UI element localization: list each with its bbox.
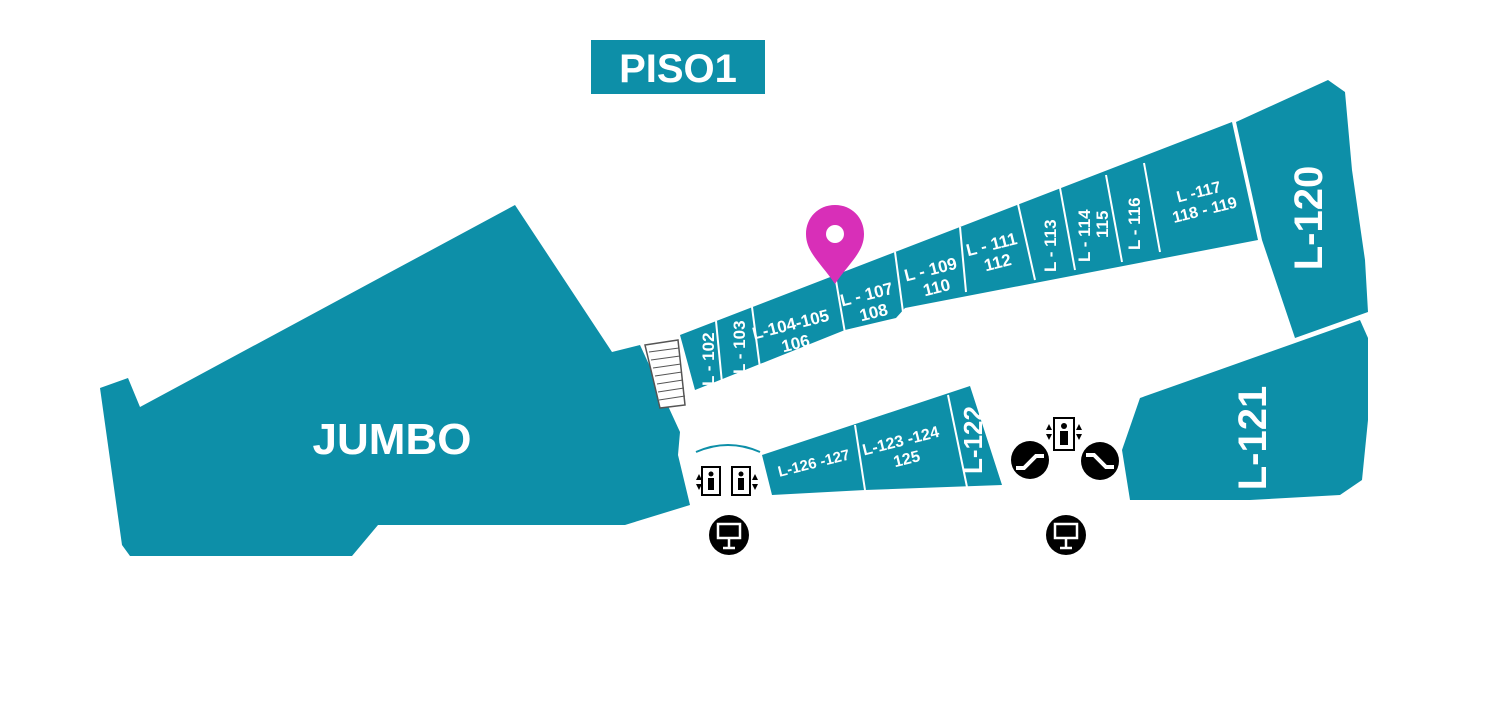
store-label-125: 125 xyxy=(892,448,922,471)
store-label-l-103: L - 103 xyxy=(730,320,749,374)
elevator-icon[interactable] xyxy=(696,466,721,496)
store-l-103[interactable]: L - 103 xyxy=(730,320,749,374)
floor-title: PISO1 xyxy=(619,47,737,91)
store-l-120[interactable]: L-120 xyxy=(1236,80,1368,338)
store-label-l-122: L-122 xyxy=(958,406,988,474)
store-l-121[interactable]: L-121 xyxy=(1122,320,1368,500)
escalator-icon[interactable] xyxy=(1011,441,1049,479)
store-label-115: 115 xyxy=(1093,211,1112,238)
store-l-102[interactable]: L - 102 xyxy=(699,332,718,386)
directory-kiosk-icon[interactable] xyxy=(709,515,749,555)
elevator-icon[interactable] xyxy=(1046,417,1082,451)
store-label-l-120: L-120 xyxy=(1287,166,1331,271)
store-label-l-121: L-121 xyxy=(1231,386,1275,491)
location-pin-icon[interactable] xyxy=(806,205,864,284)
upper-strip-shape xyxy=(680,122,1258,390)
elevator-area-left xyxy=(695,444,761,496)
store-l-122[interactable]: L-122 xyxy=(958,406,988,474)
lower-strip-shape xyxy=(762,386,1002,495)
store-label-l-114: L - 114 xyxy=(1075,209,1094,262)
store-jumbo[interactable]: JUMBO xyxy=(100,205,690,556)
stairs-icon xyxy=(644,339,686,409)
floor-title-badge: PISO1 xyxy=(591,40,765,94)
store-label-l-116: L - 116 xyxy=(1125,197,1144,250)
floor-title-bg xyxy=(591,40,765,94)
lower-store-strip xyxy=(762,386,1002,495)
store-l-116[interactable]: L - 116 xyxy=(1125,197,1144,250)
escalator-icon[interactable] xyxy=(1081,442,1119,480)
store-l-113[interactable]: L - 113 xyxy=(1041,219,1060,272)
elevator-icon[interactable] xyxy=(731,466,758,496)
store-label-l-113: L - 113 xyxy=(1041,219,1060,272)
store-label-jumbo: JUMBO xyxy=(313,415,472,464)
store-l-114-115[interactable]: L - 114 115 xyxy=(1075,209,1112,262)
directory-kiosk-icon[interactable] xyxy=(1046,515,1086,555)
store-label-l-102: L - 102 xyxy=(699,332,718,386)
upper-store-strip xyxy=(680,122,1258,390)
